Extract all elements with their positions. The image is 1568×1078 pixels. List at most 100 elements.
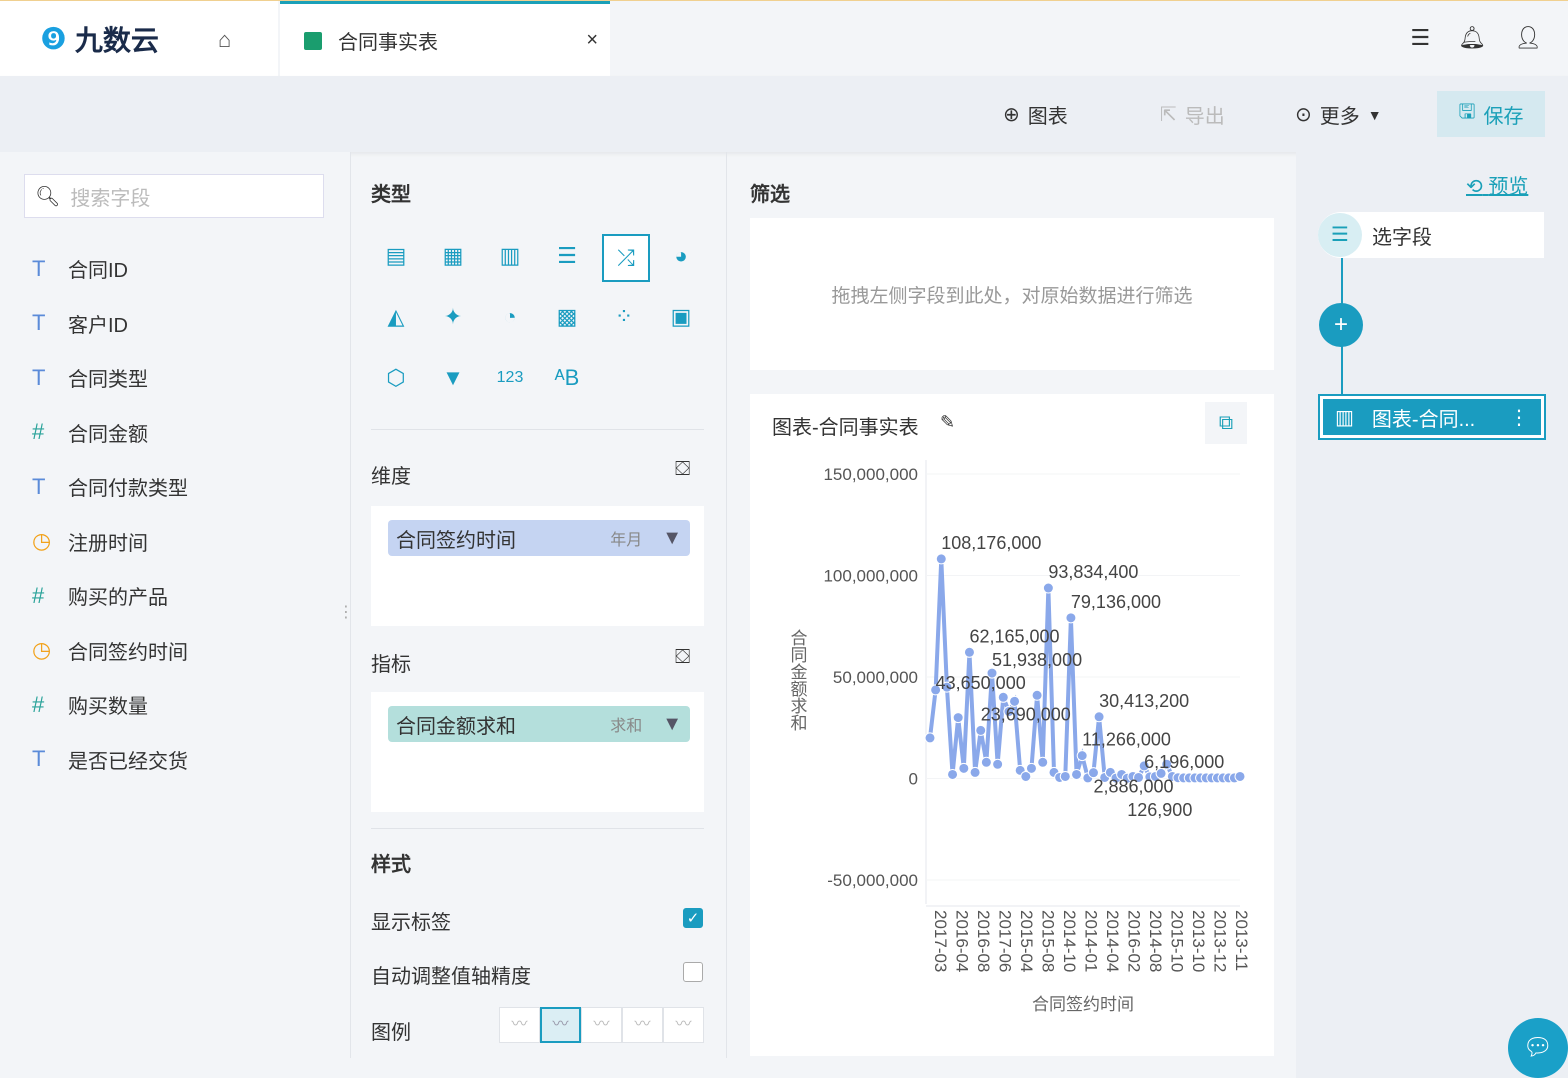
chart-type-area-icon[interactable]: ◭: [387, 304, 405, 329]
field-name: 注册时间: [68, 532, 148, 555]
data-label: 11,266,000: [1082, 730, 1171, 750]
preview-link[interactable]: ⟲ 预览: [1466, 170, 1528, 199]
x-tick-label: 2015-10: [1168, 910, 1187, 972]
select-fields-node[interactable]: ☰ 选字段: [1318, 212, 1544, 258]
x-tick-label: 2017-03: [931, 910, 950, 972]
auto-axis-checkbox[interactable]: [683, 962, 703, 982]
caret-down-icon: ▼: [1367, 106, 1382, 123]
save-button[interactable]: 🖫保存: [1437, 91, 1545, 137]
bar-chart-icon: ▥: [1335, 406, 1354, 429]
chart-node[interactable]: ▥ 图表-合同... ⋮: [1318, 394, 1546, 440]
export-button[interactable]: ⇱ 导出: [1160, 100, 1225, 129]
preview-icon: ⟲: [1466, 176, 1483, 198]
field-type-icon: #: [32, 582, 45, 608]
save-label: 保存: [1483, 105, 1524, 128]
data-label: 43,650,000: [936, 673, 1026, 693]
export-label: 导出: [1184, 106, 1225, 128]
legend-none-option[interactable]: 〰: [499, 1007, 540, 1043]
caret-down-icon[interactable]: ▼: [662, 526, 682, 549]
chart-type-line-icon[interactable]: ⤮: [602, 234, 650, 282]
show-label-text: 显示标签: [371, 912, 451, 934]
y-axis-title: 合同金额求和: [788, 629, 808, 731]
add-step-button[interactable]: +: [1319, 303, 1363, 347]
legend-left-option[interactable]: 〰: [581, 1007, 622, 1043]
more-button[interactable]: ⊙更多▼: [1295, 100, 1382, 129]
metric-settings-icon[interactable]: ⛋: [675, 646, 691, 668]
dimension-pill[interactable]: 合同签约时间年月▼: [388, 520, 690, 556]
metric-pill[interactable]: 合同金额求和求和▼: [388, 706, 690, 742]
chart-type-pie-icon[interactable]: ◕: [674, 243, 688, 268]
field-name: 合同类型: [68, 369, 148, 391]
data-point: [1009, 695, 1021, 707]
plus-circle-icon: ⊕: [1003, 104, 1020, 126]
field-search-input[interactable]: 🔍︎搜索字段: [24, 174, 324, 218]
field-item[interactable]: #合同金额: [32, 418, 148, 447]
x-tick-label: 2015-08: [1039, 910, 1058, 972]
data-label: 51,938,000: [992, 650, 1082, 670]
data-point: [952, 712, 964, 724]
kebab-menu-icon[interactable]: ⋮: [1509, 406, 1529, 429]
legend-top-option[interactable]: 〰: [622, 1007, 663, 1043]
data-point: [975, 724, 987, 736]
field-item[interactable]: ◷合同签约时间: [32, 636, 188, 665]
user-icon[interactable]: 👤︎: [1514, 25, 1542, 50]
dimension-dropzone[interactable]: 合同签约时间年月▼: [371, 506, 704, 626]
data-label: 2,886,000: [1093, 777, 1173, 797]
chart-type-cross-table-icon[interactable]: ▦: [442, 243, 464, 268]
chart-type-bar-icon[interactable]: ☰: [557, 243, 577, 268]
x-axis-title: 合同签约时间: [1032, 995, 1134, 1014]
data-point: [924, 732, 936, 744]
field-name: 购买的产品: [68, 587, 168, 609]
metric-dropzone[interactable]: 合同金额求和求和▼: [371, 692, 704, 812]
chart-type-funnel-icon[interactable]: ▼: [442, 365, 464, 390]
add-chart-button[interactable]: ⊕图表: [1003, 100, 1068, 129]
field-type-icon: T: [32, 364, 46, 390]
home-icon[interactable]: ⌂: [218, 27, 232, 52]
chart-type-map-icon[interactable]: ✦: [443, 304, 463, 329]
flow-panel: ⟲ 预览 ☰ 选字段 + ▥ 图表-合同... ⋮ 💬︎: [1296, 152, 1568, 1078]
chart-type-column-icon[interactable]: ▥: [499, 243, 521, 268]
legend-right-option[interactable]: 〰: [540, 1007, 581, 1043]
field-type-icon: #: [32, 419, 45, 444]
chart-type-table-icon[interactable]: ▤: [385, 243, 407, 268]
field-item[interactable]: # 购买的产品: [32, 581, 168, 610]
chart-type-number-123-icon[interactable]: 123: [496, 369, 524, 386]
logo[interactable]: ❾ 九数云: [0, 1, 278, 77]
export-icon: ⇱: [1160, 104, 1177, 126]
tab-contract-table[interactable]: 合同事实表 ×: [280, 1, 610, 77]
edit-title-icon[interactable]: ✎: [940, 412, 956, 432]
data-point: [941, 681, 953, 693]
close-tab-button[interactable]: ×: [586, 29, 598, 51]
dimension-agg: 年月: [610, 532, 643, 549]
filter-heading: 筛选: [750, 184, 790, 206]
field-item[interactable]: #购买数量: [32, 690, 148, 719]
show-label-checkbox[interactable]: ✓: [683, 908, 703, 928]
expand-chart-button[interactable]: ⧉: [1205, 402, 1247, 444]
chart-type-treemap-icon[interactable]: ▣: [670, 304, 692, 329]
chart-type-gauge-icon[interactable]: ◔: [503, 304, 517, 329]
bell-icon[interactable]: 🔔︎: [1458, 25, 1487, 50]
field-item[interactable]: T 合同类型: [32, 363, 148, 392]
filter-dropzone[interactable]: 拖拽左侧字段到此处，对原始数据进行筛选: [750, 218, 1274, 370]
dimension-settings-icon[interactable]: ⛋: [675, 458, 691, 480]
legend-bottom-option[interactable]: 〰: [663, 1007, 704, 1043]
data-point: [1076, 750, 1088, 762]
data-point: [1065, 612, 1077, 624]
chart-type-word-cloud-icon[interactable]: ᴬB: [554, 365, 580, 390]
data-point: [1071, 768, 1083, 780]
chart-type-combo-icon[interactable]: ▩: [556, 304, 578, 329]
task-list-icon[interactable]: ☰: [1410, 25, 1431, 50]
help-chat-button[interactable]: 💬︎: [1508, 1018, 1568, 1078]
field-item[interactable]: ◷注册时间: [32, 527, 148, 556]
x-tick-label: 2013-11: [1232, 910, 1251, 971]
caret-down-icon[interactable]: ▼: [662, 712, 682, 735]
data-point: [1155, 767, 1167, 779]
data-point: [992, 758, 1004, 770]
chart-type-scatter-icon[interactable]: ⁘: [614, 304, 634, 329]
chart-type-radar-icon[interactable]: ⬡: [386, 365, 406, 390]
filter-hint: 拖拽左侧字段到此处，对原始数据进行筛选: [831, 285, 1193, 307]
